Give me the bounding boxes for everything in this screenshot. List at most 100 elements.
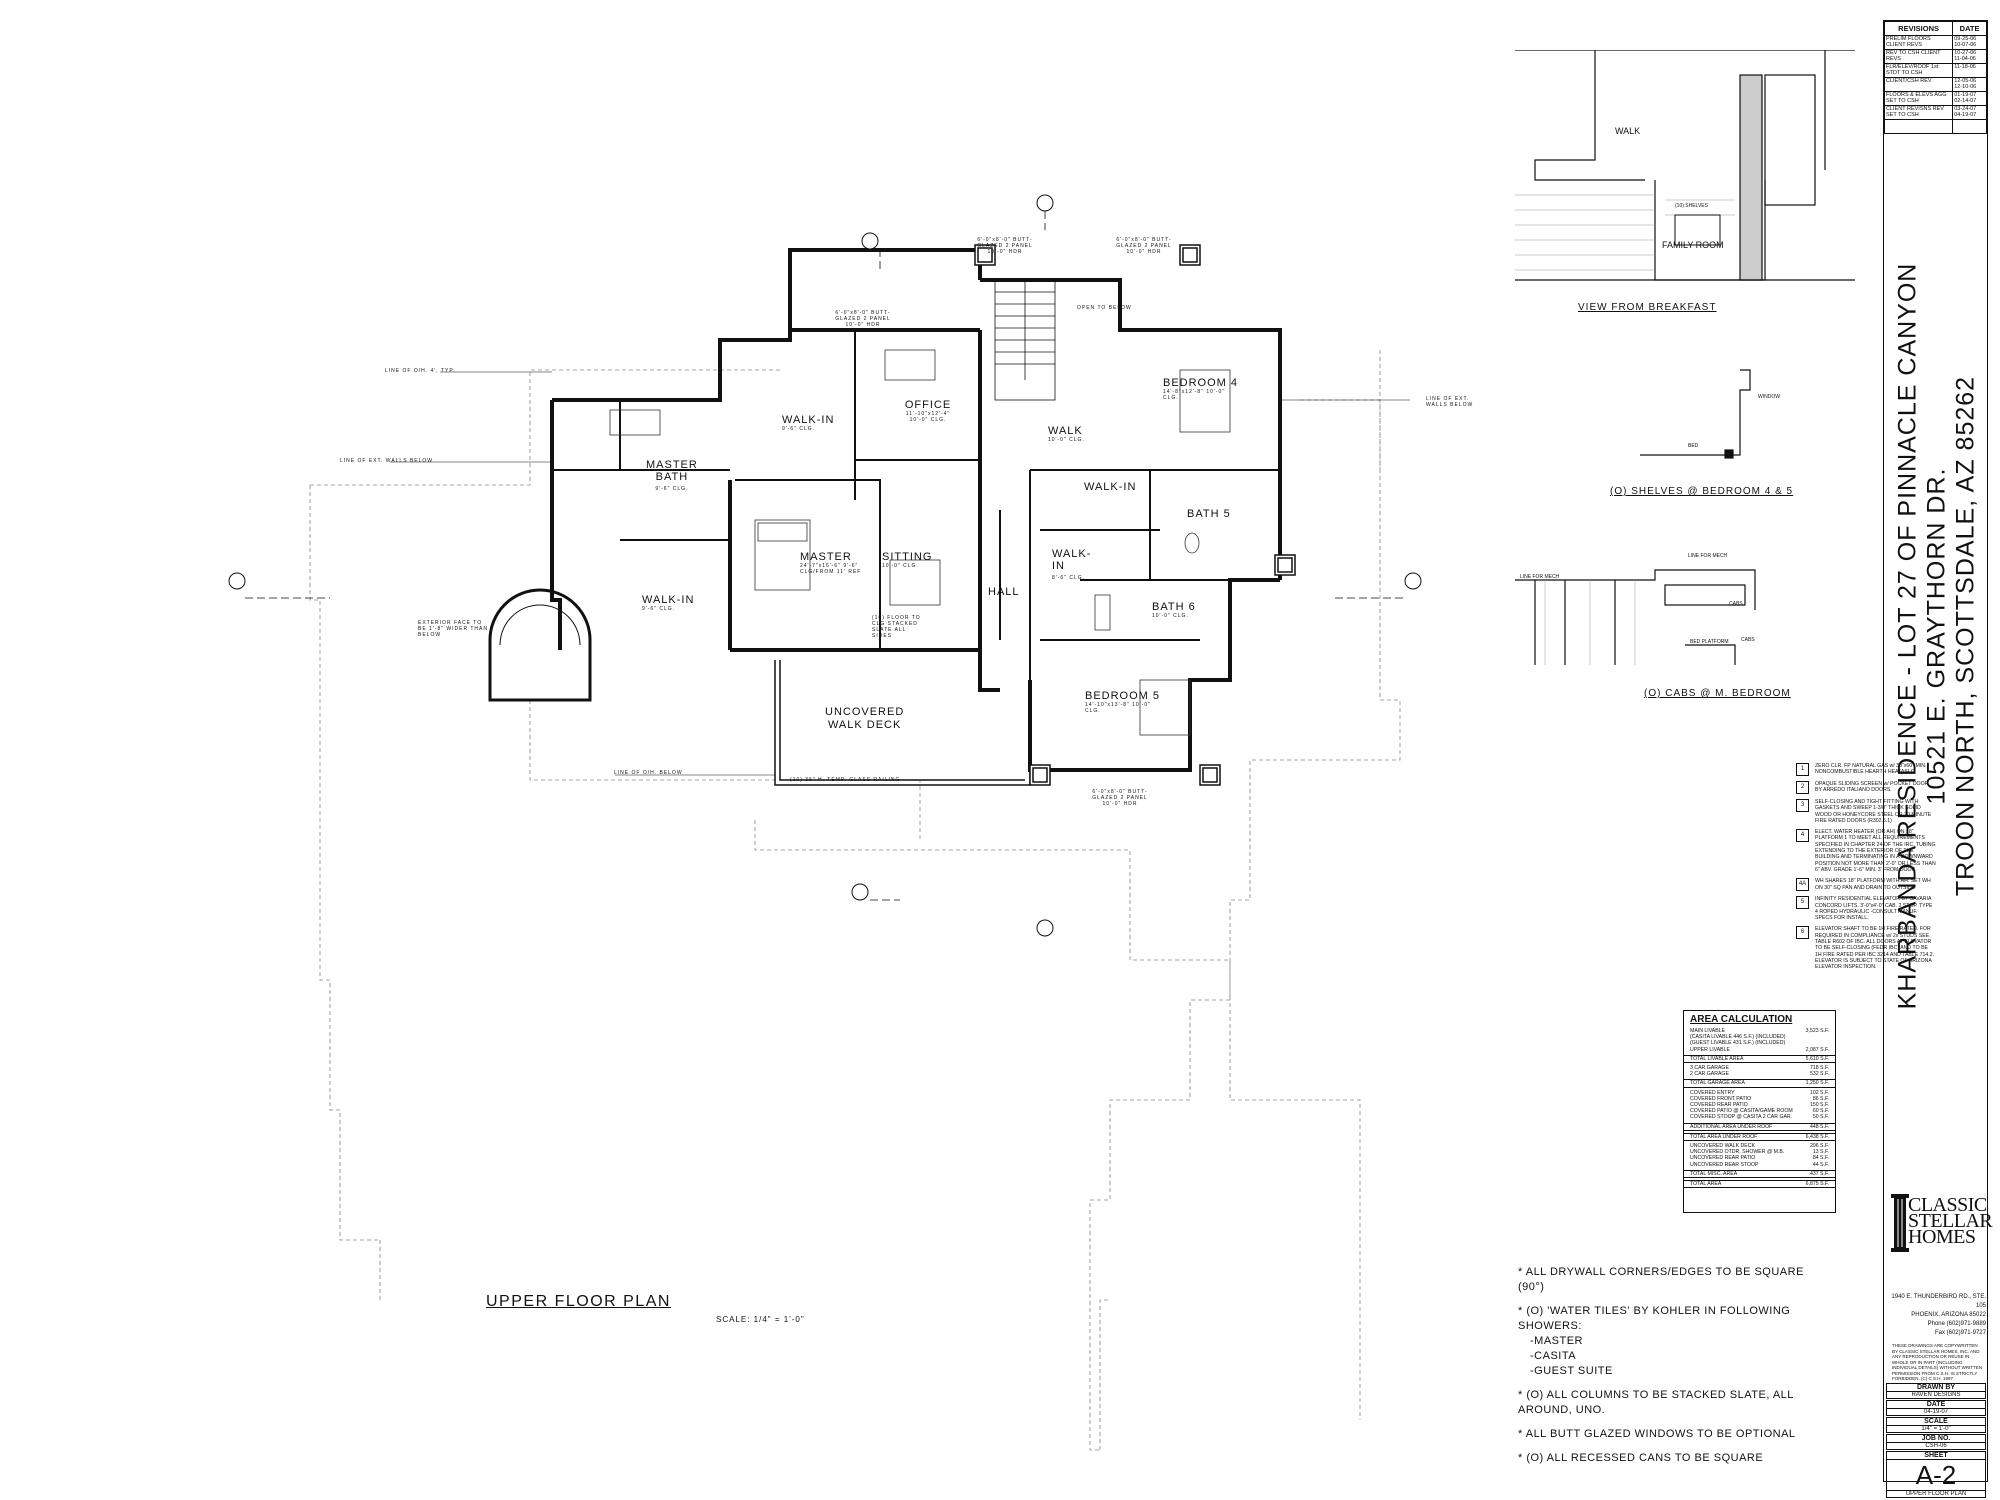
area-calc-value: 5,610 S.F. — [1805, 1055, 1829, 1062]
area-calc-label: 2 CAR GARAGE — [1690, 1071, 1729, 1078]
sheet-number: A-2 — [1915, 1460, 1957, 1490]
revisions-header: REVISIONS — [1883, 21, 1954, 36]
date-header: DATE — [1952, 21, 1987, 36]
elev-label: LINE FOR MECH — [1688, 553, 1728, 559]
sheet-box: SHEET A-2 UPPER FLOOR PLAN — [1886, 1451, 1986, 1498]
area-calc-label: UNCOVERED REAR PATIO — [1690, 1155, 1756, 1162]
area-calc-label: TOTAL AREA — [1690, 1181, 1722, 1188]
project-line: TROON NORTH, SCOTTSDALE, AZ 85262 — [1951, 375, 1980, 897]
elev-label: FAMILY ROOM — [1662, 240, 1724, 250]
area-calc-row: TOTAL AREA 6,875 S.F. — [1684, 1180, 1835, 1189]
area-calc-value: 1,250 S.F. — [1805, 1080, 1829, 1087]
plan-note: LINE OF EXT. WALLS BELOW — [340, 458, 433, 464]
area-calc-row: TOTAL MISC. AREA 437 S.F. — [1684, 1169, 1835, 1179]
room-label: WALK-IN — [1084, 481, 1137, 493]
drawing-title-text: UPPER FLOOR PLAN — [486, 1293, 671, 1310]
elev-label: WALK — [1615, 126, 1641, 136]
project-line: 10521 E. GRAYTHORN DR. — [1922, 467, 1951, 805]
area-calc-label: UPPER LIVABLE — [1690, 1046, 1730, 1053]
elev-label: CABS — [1741, 637, 1755, 643]
area-calc-value: 86 S.F. — [1812, 1095, 1829, 1102]
drawing-title: UPPER FLOOR PLAN SCALE: 1/4" = 1'-0" — [486, 1293, 804, 1324]
area-calc-title: AREA CALCULATION — [1690, 1014, 1793, 1025]
area-calc-value: 3,523 S.F. — [1805, 1028, 1829, 1034]
elev-label: (10) SHELVES — [1675, 203, 1708, 209]
area-calc-row: (CASITA LIVABLE 446 S.F.) (INCLUDED) — [1684, 1034, 1835, 1040]
drawing-scale: SCALE: 1/4" = 1'-0" — [716, 1315, 805, 1324]
area-calc-row: UNCOVERED OTDR. SHOWER @ M.B.13 S.F. — [1684, 1149, 1835, 1155]
walk-deck — [774, 660, 1031, 786]
area-calc-label: UNCOVERED REAR STOOP — [1690, 1161, 1759, 1168]
area-calc-label: 3 CAR GARAGE — [1690, 1065, 1729, 1072]
company-logo: CLASSIC STELLAR HOMES — [1888, 1191, 1993, 1252]
area-calc-value: 6,875 S.F. — [1805, 1181, 1829, 1188]
upper-floor-plan — [228, 194, 1422, 1451]
job-box: JOB NO.CSH-06 — [1886, 1434, 1986, 1450]
area-calc-value: 718 S.F. — [1809, 1065, 1829, 1072]
elev-label: BED PLATFORM — [1690, 639, 1729, 645]
project-line: KHARBANDA RESIDENCE - LOT 27 OF PINNACLE… — [1893, 262, 1922, 1010]
area-calc-value: 150 S.F. — [1809, 1102, 1829, 1109]
area-calc-value: 60 S.F. — [1812, 1108, 1829, 1115]
plan-note: 6'-0"x8'-0" BUTT-GLAZED 2 PANEL 10'-0" H… — [977, 237, 1033, 255]
area-calc-label: ADDITIONAL AREA UNDER ROOF — [1690, 1123, 1773, 1130]
elevation-view-from-breakfast: WALK FAMILY ROOM (10) SHELVES — [1515, 49, 1855, 300]
interior-walls — [552, 330, 1280, 690]
column-logo-icon — [1891, 1194, 1909, 1252]
round-shower — [488, 588, 592, 702]
plan-note: 6'-0"x8'-0" BUTT-GLAZED 2 PANEL 10'-0" H… — [1116, 237, 1172, 255]
area-calc-label: UNCOVERED WALK DECK — [1690, 1143, 1755, 1150]
section-markers — [228, 194, 1422, 937]
plan-note: (10) 36" H. TEMP. GLASS RAILING — [790, 777, 901, 783]
area-calc-label: COVERED FRONT PATIO — [1690, 1095, 1752, 1102]
room-label: BATH 5 — [1187, 508, 1231, 520]
area-calc-value: 50 S.F. — [1812, 1114, 1829, 1121]
area-calc-row: COVERED STOOP @ CASITA 2 CAR GAR.50 S.F. — [1684, 1114, 1835, 1120]
area-calc-value: 6,438 S.F. — [1805, 1133, 1829, 1140]
elev-label: WINDOW — [1758, 394, 1780, 400]
room-label: HALL — [988, 586, 1020, 598]
area-calc-label: TOTAL MISC. AREA — [1690, 1170, 1738, 1177]
area-calc-value: 437 S.F. — [1809, 1170, 1829, 1177]
company-name: CLASSIC — [1908, 1194, 1987, 1216]
area-calc-row: UNCOVERED REAR STOOP 44 S.F. — [1684, 1162, 1835, 1168]
area-calc-value: 44 S.F. — [1812, 1161, 1829, 1168]
area-calc-label: (GUEST LIVABLE 431 S.F.) (INCLUDED) — [1690, 1040, 1786, 1047]
elevation-title: (O) SHELVES @ BEDROOM 4 & 5 — [1610, 486, 1794, 497]
general-note: * ALL BUTT GLAZED WINDOWS TO BE OPTIONAL — [1518, 1428, 1796, 1440]
stair — [994, 279, 1056, 401]
plan-note: OPEN TO BELOW — [1077, 305, 1132, 311]
area-calc-row: COVERED FRONT PATIO 86 S.F. — [1684, 1096, 1835, 1102]
general-note: * (O) ALL RECESSED CANS TO BE SQUARE — [1518, 1452, 1764, 1464]
